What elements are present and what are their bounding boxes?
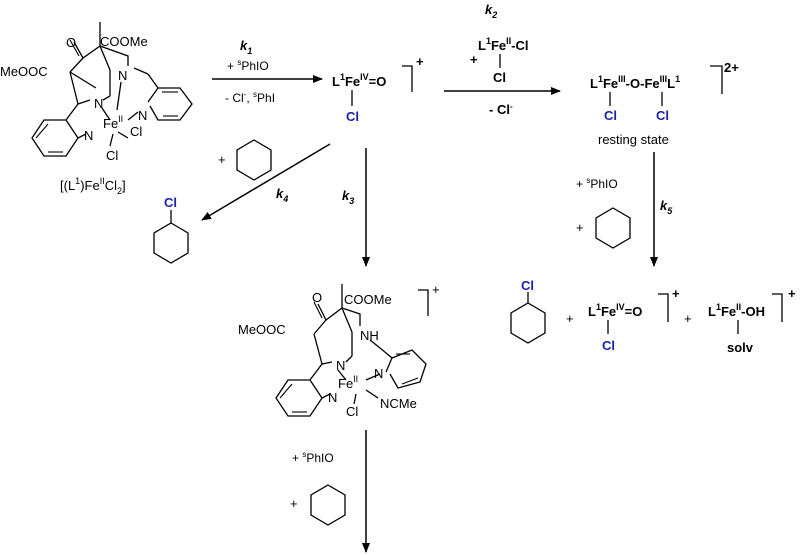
- pyridine-n-left-label: N: [84, 128, 93, 143]
- pyridine-n-right-label: N: [138, 108, 147, 123]
- product-fe2oh-formula: L1FeII-OH: [708, 302, 765, 319]
- fe4-oxo-bracket: [402, 65, 413, 92]
- step1-reagent: + sPhIO: [227, 58, 269, 73]
- step2-byproduct: - Cl-: [489, 102, 513, 117]
- k5-label: k5: [660, 198, 673, 216]
- ncme-cl-label: Cl: [346, 404, 358, 419]
- product-fe2oh-charge: +: [788, 286, 796, 301]
- amine-n-label: N: [118, 68, 127, 83]
- cyclohexane-bottom: [310, 484, 346, 526]
- product-fe4-cl: Cl: [602, 338, 615, 353]
- k5-reagent-phio: + sPhIO: [576, 176, 618, 191]
- k2-label: k2: [485, 2, 497, 20]
- ketone-oxygen-label: O: [66, 35, 76, 50]
- cyclohexane-k4: [236, 139, 272, 181]
- resting-state-label: resting state: [598, 132, 669, 147]
- fe-cl-label-1: Cl: [130, 124, 142, 139]
- ncme-ester-label: COOMe: [344, 292, 392, 307]
- fe4-oxo-formula: L1FeIV=O: [332, 72, 386, 89]
- product-fe4-charge: +: [672, 286, 680, 301]
- dimer-cl2-label: Cl: [656, 108, 669, 123]
- k4-label: k4: [276, 186, 288, 204]
- chlorocyclohexane-k5-cl: Cl: [521, 278, 534, 293]
- arrow-k4: [201, 143, 331, 221]
- step2-reagent-cl: Cl: [493, 70, 506, 85]
- products-plus-2: +: [684, 311, 692, 326]
- complex-formula-label: [(L1)FeIICl2]: [60, 176, 126, 196]
- dimer-formula: L1FeIII-O-FeIIIL1: [590, 74, 680, 91]
- fe-cl-label-2: Cl: [106, 148, 118, 163]
- cyclohexane-k5: [595, 207, 631, 249]
- dimer-charge: 2+: [724, 60, 739, 75]
- amine-n2-label: N: [94, 96, 103, 111]
- products-plus-1: +: [566, 311, 574, 326]
- chlorocyclohexane-k5: [510, 302, 546, 344]
- ncme-complex-charge: +: [432, 282, 440, 297]
- k1-label: k1: [240, 38, 252, 56]
- ncme-ketone-o: O: [312, 290, 322, 305]
- bottom-reagent-phio: + sPhIO: [292, 450, 334, 465]
- starting-complex-structure: [31, 22, 193, 157]
- ncme-pyridine-n-left: N: [328, 390, 337, 405]
- ncme-ligand-label: NCMe: [380, 396, 417, 411]
- ester-label: COOMe: [100, 34, 148, 49]
- dimer-bracket: [710, 65, 723, 94]
- ncme-complex-structure: [275, 284, 427, 417]
- product-fe4-formula: L1FeIV=O: [588, 302, 642, 319]
- ncme-complex-bracket: [418, 289, 429, 316]
- k3-label: k3: [342, 188, 354, 206]
- ncme-nh-label: NH: [360, 328, 379, 343]
- ncme-pyridine-n-right: N: [374, 366, 383, 381]
- fe4-cl-label: Cl: [346, 109, 359, 124]
- product-fe2oh-solv: solv: [727, 340, 754, 355]
- k4-plus: +: [218, 152, 226, 167]
- dimer-cl1-label: Cl: [604, 108, 617, 123]
- step2-reagent: L1FeII-Cl: [478, 36, 529, 53]
- ester-left-label: MeOOC: [0, 64, 48, 79]
- k5-plus: +: [576, 220, 584, 235]
- chlorocyclohexane-k4: [153, 222, 189, 264]
- ncme-ester-left-label: MeOOC: [238, 322, 286, 337]
- fe4-oxo-charge: +: [416, 54, 424, 69]
- bottom-plus: +: [290, 496, 298, 511]
- product-fe4-bracket: [658, 293, 669, 322]
- product-fe2oh-bracket: [772, 293, 783, 322]
- fe-label: FeII: [103, 114, 123, 131]
- ncme-fe-label: FeII: [338, 374, 358, 391]
- step2-reagent-plus: +: [470, 52, 478, 67]
- step1-byproduct: - Cl-, sPhI: [225, 90, 275, 105]
- chlorocyclohexane-k4-cl: Cl: [164, 195, 177, 210]
- ncme-amine-n-label: N: [336, 358, 345, 373]
